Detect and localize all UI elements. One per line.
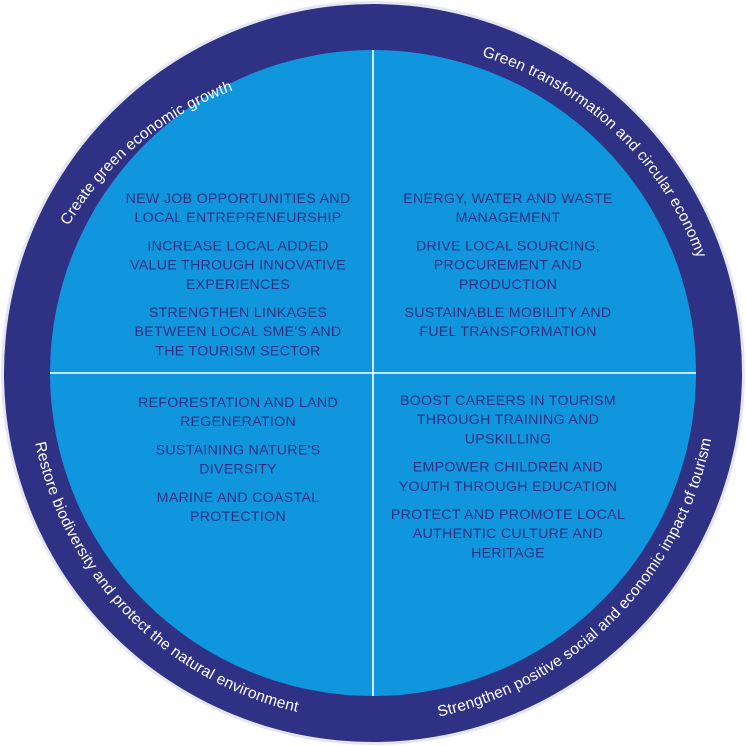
quadrant-bottom-left-items: REFORESTATION AND LAND REGENERATION SUSTAI… xyxy=(138,395,338,525)
objective-line: BETWEEN LOCAL SME'S AND xyxy=(135,324,342,340)
quadrant-bottom-right-items: BOOST CAREERS IN TOURISM THROUGH TRAINING… xyxy=(391,393,625,561)
objective-line: NEW JOB OPPORTUNITIES AND xyxy=(126,191,351,207)
objective-line: ENERGY, WATER AND WASTE xyxy=(403,191,613,207)
objective-line: REGENERATION xyxy=(180,414,296,430)
objective-line: REFORESTATION AND LAND xyxy=(138,395,338,411)
objective-line: SUSTAINABLE MOBILITY AND xyxy=(405,305,612,321)
objective-top-right-3: SUSTAINABLE MOBILITY AND FUEL TRANSFORMAT… xyxy=(405,305,612,340)
objective-line: YOUTH THROUGH EDUCATION xyxy=(399,479,617,495)
objective-bottom-right-3: PROTECT AND PROMOTE LOCAL AUTHENTIC CULTU… xyxy=(391,507,625,561)
objective-line: PROTECTION xyxy=(190,509,286,525)
objective-top-left-3: STRENGTHEN LINKAGES BETWEEN LOCAL SME'S A… xyxy=(135,305,342,359)
objective-top-left-2: INCREASE LOCAL ADDED VALUE THROUGH INNOVA… xyxy=(130,238,346,292)
objective-line: LOCAL ENTREPRENEURSHIP xyxy=(134,210,341,226)
objective-line: MANAGEMENT xyxy=(456,210,561,226)
quadrant-top-left-items: NEW JOB OPPORTUNITIES AND LOCAL ENTREPREN… xyxy=(126,191,351,359)
quadrant-top-right-items: ENERGY, WATER AND WASTE MANAGEMENT DRIVE L… xyxy=(403,191,613,340)
objective-line: EXPERIENCES xyxy=(186,277,290,293)
objective-line: AUTHENTIC CULTURE AND xyxy=(413,526,604,542)
objective-bottom-right-2: EMPOWER CHILDREN AND YOUTH THROUGH EDUCAT… xyxy=(399,460,617,495)
objective-line: MARINE AND COASTAL xyxy=(157,490,320,506)
objective-top-right-1: ENERGY, WATER AND WASTE MANAGEMENT xyxy=(403,191,613,226)
objective-line: PROCUREMENT AND xyxy=(434,258,583,274)
objective-line: THE TOURISM SECTOR xyxy=(155,343,320,359)
objective-line: HERITAGE xyxy=(471,545,545,561)
objective-line: PRODUCTION xyxy=(459,277,557,293)
objective-line: UPSKILLING xyxy=(465,431,552,447)
objective-line: FUEL TRANSFORMATION xyxy=(419,324,596,340)
objective-line: DRIVE LOCAL SOURCING, xyxy=(416,238,600,254)
objective-top-left-1: NEW JOB OPPORTUNITIES AND LOCAL ENTREPREN… xyxy=(126,191,351,226)
objective-bottom-right-1: BOOST CAREERS IN TOURISM THROUGH TRAINING… xyxy=(400,393,616,447)
objective-line: PROTECT AND PROMOTE LOCAL xyxy=(391,507,625,523)
objective-line: EMPOWER CHILDREN AND xyxy=(413,460,603,476)
objective-line: INCREASE LOCAL ADDED xyxy=(147,238,328,254)
objective-line: STRENGTHEN LINKAGES xyxy=(149,305,327,321)
objective-bottom-left-3: MARINE AND COASTAL PROTECTION xyxy=(157,490,320,525)
objective-line: SUSTAINING NATURE'S xyxy=(156,442,321,458)
objective-line: BOOST CAREERS IN TOURISM xyxy=(400,393,616,409)
objective-line: VALUE THROUGH INNOVATIVE xyxy=(130,258,346,274)
objective-top-right-2: DRIVE LOCAL SOURCING, PROCUREMENT AND PROD… xyxy=(416,238,600,292)
objective-bottom-left-1: REFORESTATION AND LAND REGENERATION xyxy=(138,395,338,430)
objective-line: DIVERSITY xyxy=(199,462,277,478)
objective-bottom-left-2: SUSTAINING NATURE'S DIVERSITY xyxy=(156,442,321,477)
objective-line: THROUGH TRAINING AND xyxy=(417,412,599,428)
